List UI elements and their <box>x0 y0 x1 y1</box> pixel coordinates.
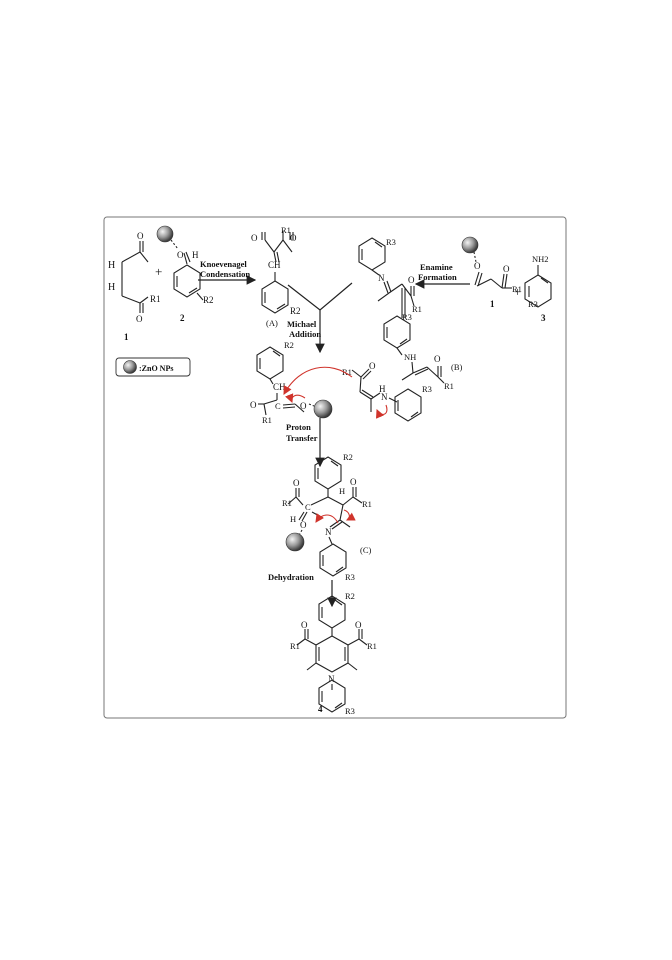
proton-label-line1: Proton <box>286 422 311 432</box>
compound-number: 2 <box>180 313 185 323</box>
zno-nanoparticle-icon <box>461 236 479 254</box>
intermediate-c: R2 C O R1 H O H O R1 N R3 <box>282 452 372 582</box>
atom-n: N <box>381 392 388 402</box>
atom-r3: R3 <box>345 706 355 716</box>
atom-r3: R3 <box>386 237 396 247</box>
atom-r1: R1 <box>362 499 372 509</box>
zno-nanoparticle-icon <box>156 225 174 243</box>
compound-number: 1 <box>490 299 495 309</box>
atom-h: H <box>108 282 115 293</box>
atom-r1: R1 <box>262 415 272 425</box>
compound-number: 3 <box>541 313 546 323</box>
compound-3: NH2 R3 3 <box>524 254 552 323</box>
atom-ch: CH <box>268 260 281 270</box>
proton-label-line2: Transfer <box>286 433 318 443</box>
atom-r3: R3 <box>528 299 538 309</box>
atom-o: O <box>290 233 297 243</box>
knoevenagel-label-line2: Condensation <box>200 269 250 279</box>
atom-o: O <box>137 231 144 241</box>
compound-1-left: O H H O R1 1 <box>108 231 161 342</box>
curly-arrow-icon <box>315 513 339 524</box>
atom-r1: R1 <box>290 641 300 651</box>
atom-r3: R3 <box>422 384 432 394</box>
atom-h: H <box>339 486 345 496</box>
zno-nanoparticle-icon <box>285 532 305 552</box>
atom-o: O <box>503 264 510 274</box>
atom-o: O <box>136 314 143 324</box>
michael-label-line2: Addition <box>289 329 321 339</box>
compound-1-right: O O R1 1 <box>461 236 522 309</box>
atom-o: O <box>300 520 307 530</box>
knoevenagel-label-line1: Knoevenagel <box>200 259 247 269</box>
plus-sign: + <box>514 284 521 299</box>
product-4: R2 O R1 O R1 N R3 4 <box>290 591 377 716</box>
intermediate-a: O R1 O CH R2 (A) <box>251 225 301 328</box>
atom-h: H <box>379 384 386 394</box>
atom-r2: R2 <box>290 306 301 316</box>
atom-r1: R1 <box>150 294 161 304</box>
atom-r3: R3 <box>345 572 355 582</box>
scheme-frame <box>103 216 567 719</box>
atom-r1: R1 <box>367 641 377 651</box>
intermediate-c-label: (C) <box>360 545 372 555</box>
atom-r1: R1 <box>412 304 422 314</box>
atom-o: O <box>355 620 362 630</box>
atom-o: O <box>408 275 415 285</box>
intermediate-b-label: (B) <box>451 362 463 372</box>
atom-o: O <box>250 400 257 410</box>
atom-r1: R1 <box>282 498 292 508</box>
legend-label: :ZnO NPs <box>139 364 173 373</box>
atom-r1: R1 <box>512 284 522 294</box>
plus-sign: + <box>155 264 162 279</box>
atom-o: O <box>301 620 308 630</box>
enamine-label-line2: Formation <box>418 272 457 282</box>
atom-o: O <box>300 401 307 411</box>
atom-o: O <box>293 478 300 488</box>
atom-o: O <box>474 261 481 271</box>
atom-r1: R1 <box>281 225 291 235</box>
atom-n: N <box>378 273 385 283</box>
atom-o: O <box>251 233 258 243</box>
atom-nh2: NH2 <box>532 254 549 264</box>
atom-r3: R3 <box>402 312 412 322</box>
imine-intermediate: R3 N O R1 <box>358 237 422 318</box>
legend: :ZnO NPs <box>115 357 191 377</box>
atom-o: O <box>177 250 184 260</box>
zno-nanoparticle-icon <box>313 399 333 419</box>
intermediate-a-label: (A) <box>266 318 278 328</box>
intermediate-b: R3 NH O R1 (B) <box>383 312 463 391</box>
atom-h: H <box>108 260 115 271</box>
atom-h: H <box>192 250 199 260</box>
atom-r2: R2 <box>345 591 355 601</box>
atom-r2: R2 <box>343 452 353 462</box>
atom-r2: R2 <box>284 340 294 350</box>
atom-r1: R1 <box>444 381 454 391</box>
michael-label-line1: Michael <box>287 319 317 329</box>
curly-arrow-icon <box>285 393 306 404</box>
atom-c: C <box>275 401 281 411</box>
atom-c: C <box>305 502 311 512</box>
atom-o: O <box>350 477 357 487</box>
compound-2: O H R2 2 <box>156 225 214 323</box>
michael-stage: R2 CH O R1 C O R1 O H N R3 <box>250 340 432 425</box>
compound-number: 1 <box>124 332 129 342</box>
curly-arrow-icon <box>376 404 388 419</box>
curly-arrow-icon <box>343 509 356 521</box>
atom-nh: NH <box>404 352 416 362</box>
atom-n: N <box>325 527 332 537</box>
atom-o: O <box>434 354 441 364</box>
enamine-label-line1: Enamine <box>420 262 453 272</box>
atom-r1: R1 <box>342 367 352 377</box>
atom-n: N <box>328 674 335 684</box>
curly-arrow-icon <box>283 366 353 395</box>
atom-o: O <box>369 361 376 371</box>
atom-h: H <box>290 514 296 524</box>
atom-ch: CH <box>273 382 286 392</box>
atom-r2: R2 <box>203 295 214 305</box>
compound-number: 4 <box>318 704 323 714</box>
dehydration-label: Dehydration <box>268 572 314 582</box>
zno-nanoparticle-icon <box>123 360 137 374</box>
